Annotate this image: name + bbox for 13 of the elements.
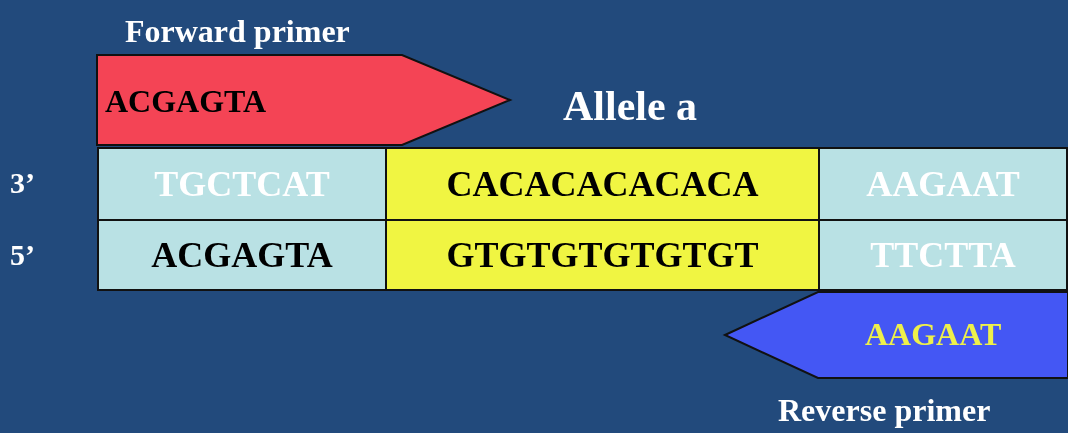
strand-end-label: 3’ bbox=[10, 168, 35, 198]
sequence-cell: TGCTCAT bbox=[97, 147, 387, 221]
sequence-cell: TTCTTA bbox=[818, 219, 1068, 291]
strand-end-label: 5’ bbox=[10, 240, 35, 270]
sequence-cell: CACACACACACA bbox=[385, 147, 820, 221]
sequence-cell: GTGTGTGTGTGT bbox=[385, 219, 820, 291]
sequence-cell: ACGAGTA bbox=[97, 219, 387, 291]
primer-sequence: ACGAGTA bbox=[105, 85, 267, 117]
sequence-cell: AAGAAT bbox=[818, 147, 1068, 221]
primer-title: Forward primer bbox=[125, 15, 350, 47]
primer-title: Reverse primer bbox=[778, 394, 991, 426]
primer-sequence: AAGAAT bbox=[865, 318, 1002, 350]
allele-label: Allele a bbox=[563, 85, 698, 127]
